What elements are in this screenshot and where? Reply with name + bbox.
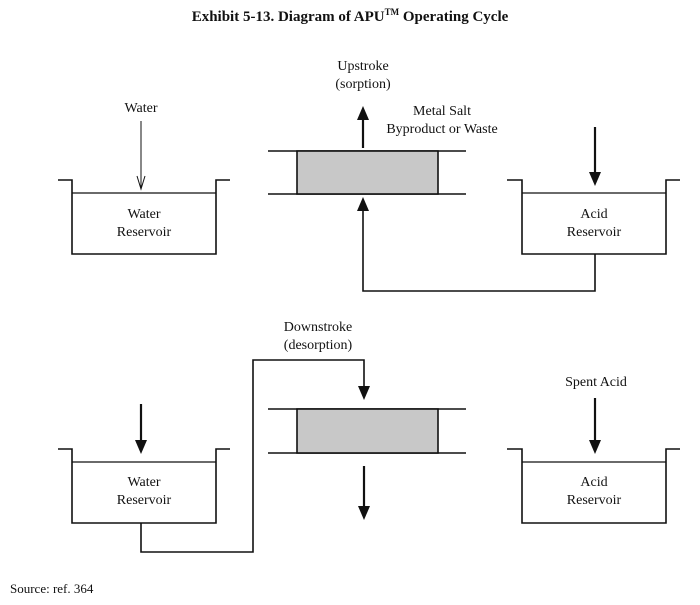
- downstroke-resin-bed: [296, 408, 439, 454]
- upstroke-water-reservoir-label-line1: Water: [127, 207, 160, 222]
- acid-feed-pipe: [362, 208, 596, 292]
- title-prefix: Exhibit 5-13. Diagram of APU: [192, 9, 385, 25]
- upstroke-acid-reservoir-label-line2: Reservoir: [567, 225, 622, 240]
- downstroke-acid-reservoir-label-line1: Acid: [580, 475, 607, 490]
- title-trademark: TM: [385, 7, 400, 17]
- downstroke-section: [58, 359, 680, 553]
- downstroke-water-reservoir-label-line2: Reservoir: [117, 493, 172, 508]
- metal-salt-label-line2: Byproduct or Waste: [386, 122, 497, 137]
- water-feed-pipe: [140, 359, 365, 553]
- spent-acid-label: Spent Acid: [565, 375, 627, 390]
- upstroke-label-line1: Upstroke: [337, 59, 388, 74]
- downstroke-acid-reservoir-label-line2: Reservoir: [567, 493, 622, 508]
- upstroke-water-reservoir-tank: [58, 179, 230, 255]
- diagram-title: Exhibit 5-13. Diagram of APUTM Operating…: [192, 7, 509, 25]
- source-note: Source: ref. 364: [10, 581, 94, 596]
- upstroke-acid-reservoir-label-line1: Acid: [580, 207, 607, 222]
- upstroke-section: [58, 106, 680, 292]
- water-input-label: Water: [124, 101, 157, 116]
- downstroke-water-reservoir-tank: [58, 448, 230, 524]
- upstroke-label-line2: (sorption): [335, 77, 391, 92]
- title-suffix: Operating Cycle: [399, 9, 508, 25]
- downstroke-water-reservoir-label-line1: Water: [127, 475, 160, 490]
- downstroke-label-line2: (desorption): [284, 338, 353, 353]
- upstroke-resin-bed: [296, 150, 439, 195]
- upstroke-acid-reservoir-tank: [507, 179, 680, 255]
- downstroke-label-line1: Downstroke: [284, 320, 352, 335]
- downstroke-acid-reservoir-tank: [507, 448, 680, 524]
- upstroke-water-reservoir-label-line2: Reservoir: [117, 225, 172, 240]
- metal-salt-label-line1: Metal Salt: [413, 104, 471, 119]
